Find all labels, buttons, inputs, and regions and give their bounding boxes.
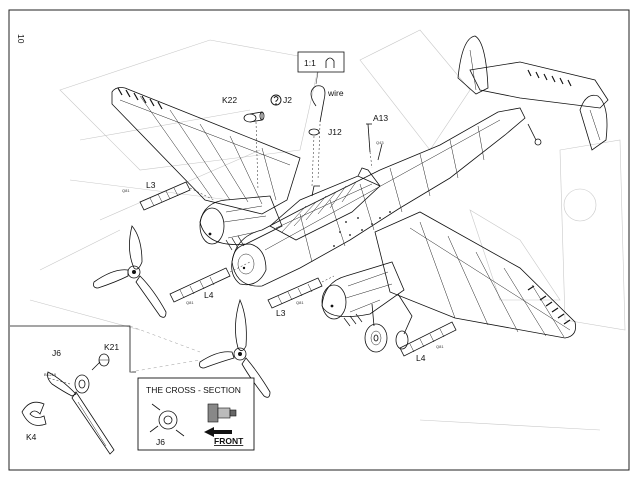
tag-l4-left: Q81 (186, 300, 194, 305)
aircraft-drawing (111, 35, 609, 353)
right-wing (374, 211, 576, 339)
exhaust-l3-top (139, 181, 215, 211)
exhaust-l4-right (399, 321, 457, 357)
part-j12 (308, 128, 320, 187)
label-k21: K21 (104, 342, 119, 352)
exhaust-l3-bottom (267, 275, 335, 309)
front-arrow-icon (204, 427, 232, 437)
nose (231, 243, 267, 286)
tag-a13: Q43 (376, 140, 384, 145)
label-wire: wire (327, 88, 344, 98)
horseshoe-icon (325, 57, 335, 68)
propeller-hub-inset: J6 K21 BK218 K4 (10, 325, 201, 455)
fuselage (231, 107, 526, 287)
tag-l3-bottom: Q81 (296, 300, 304, 305)
fin-left (457, 35, 489, 95)
label-k4: K4 (26, 432, 37, 442)
page-frame (8, 9, 630, 471)
propeller-left (93, 225, 167, 318)
label-k22: K22 (222, 95, 237, 105)
label-j6-inset: J6 (52, 348, 61, 358)
front-label: FRONT (214, 436, 244, 446)
page-number: 10 (16, 34, 26, 44)
label-l4-left: L4 (204, 290, 214, 300)
scale-box: 1:1 (297, 51, 345, 85)
part-a13 (366, 123, 373, 169)
background-ghost-lines (29, 29, 626, 431)
label-a13: A13 (373, 113, 388, 123)
right-engine-nacelle (321, 261, 405, 318)
label-l3-top: L3 (146, 180, 156, 190)
question-circle-icon (270, 94, 282, 106)
label-l4-right: L4 (416, 353, 426, 363)
tag-k21: BK218 (44, 372, 57, 377)
label-j12: J12 (328, 127, 342, 137)
propeller-right (199, 298, 271, 398)
main-wheel (364, 323, 388, 353)
fin-right (579, 94, 608, 151)
scale-label: 1:1 (304, 58, 316, 68)
part-k22 (243, 111, 265, 191)
cross-section-part: J6 (156, 437, 165, 447)
label-l3-bottom: L3 (276, 308, 286, 318)
part-wire (310, 85, 326, 181)
exhaust-l4-left (169, 261, 251, 303)
left-engine-nacelle (199, 195, 283, 245)
cross-section-title: THE CROSS - SECTION (146, 385, 241, 395)
cross-section-box: THE CROSS - SECTION J6 FRONT (137, 377, 255, 451)
tag-l4-right: Q81 (436, 344, 444, 349)
tag-l3-top: Q81 (122, 188, 130, 193)
label-j2: J2 (283, 95, 292, 105)
